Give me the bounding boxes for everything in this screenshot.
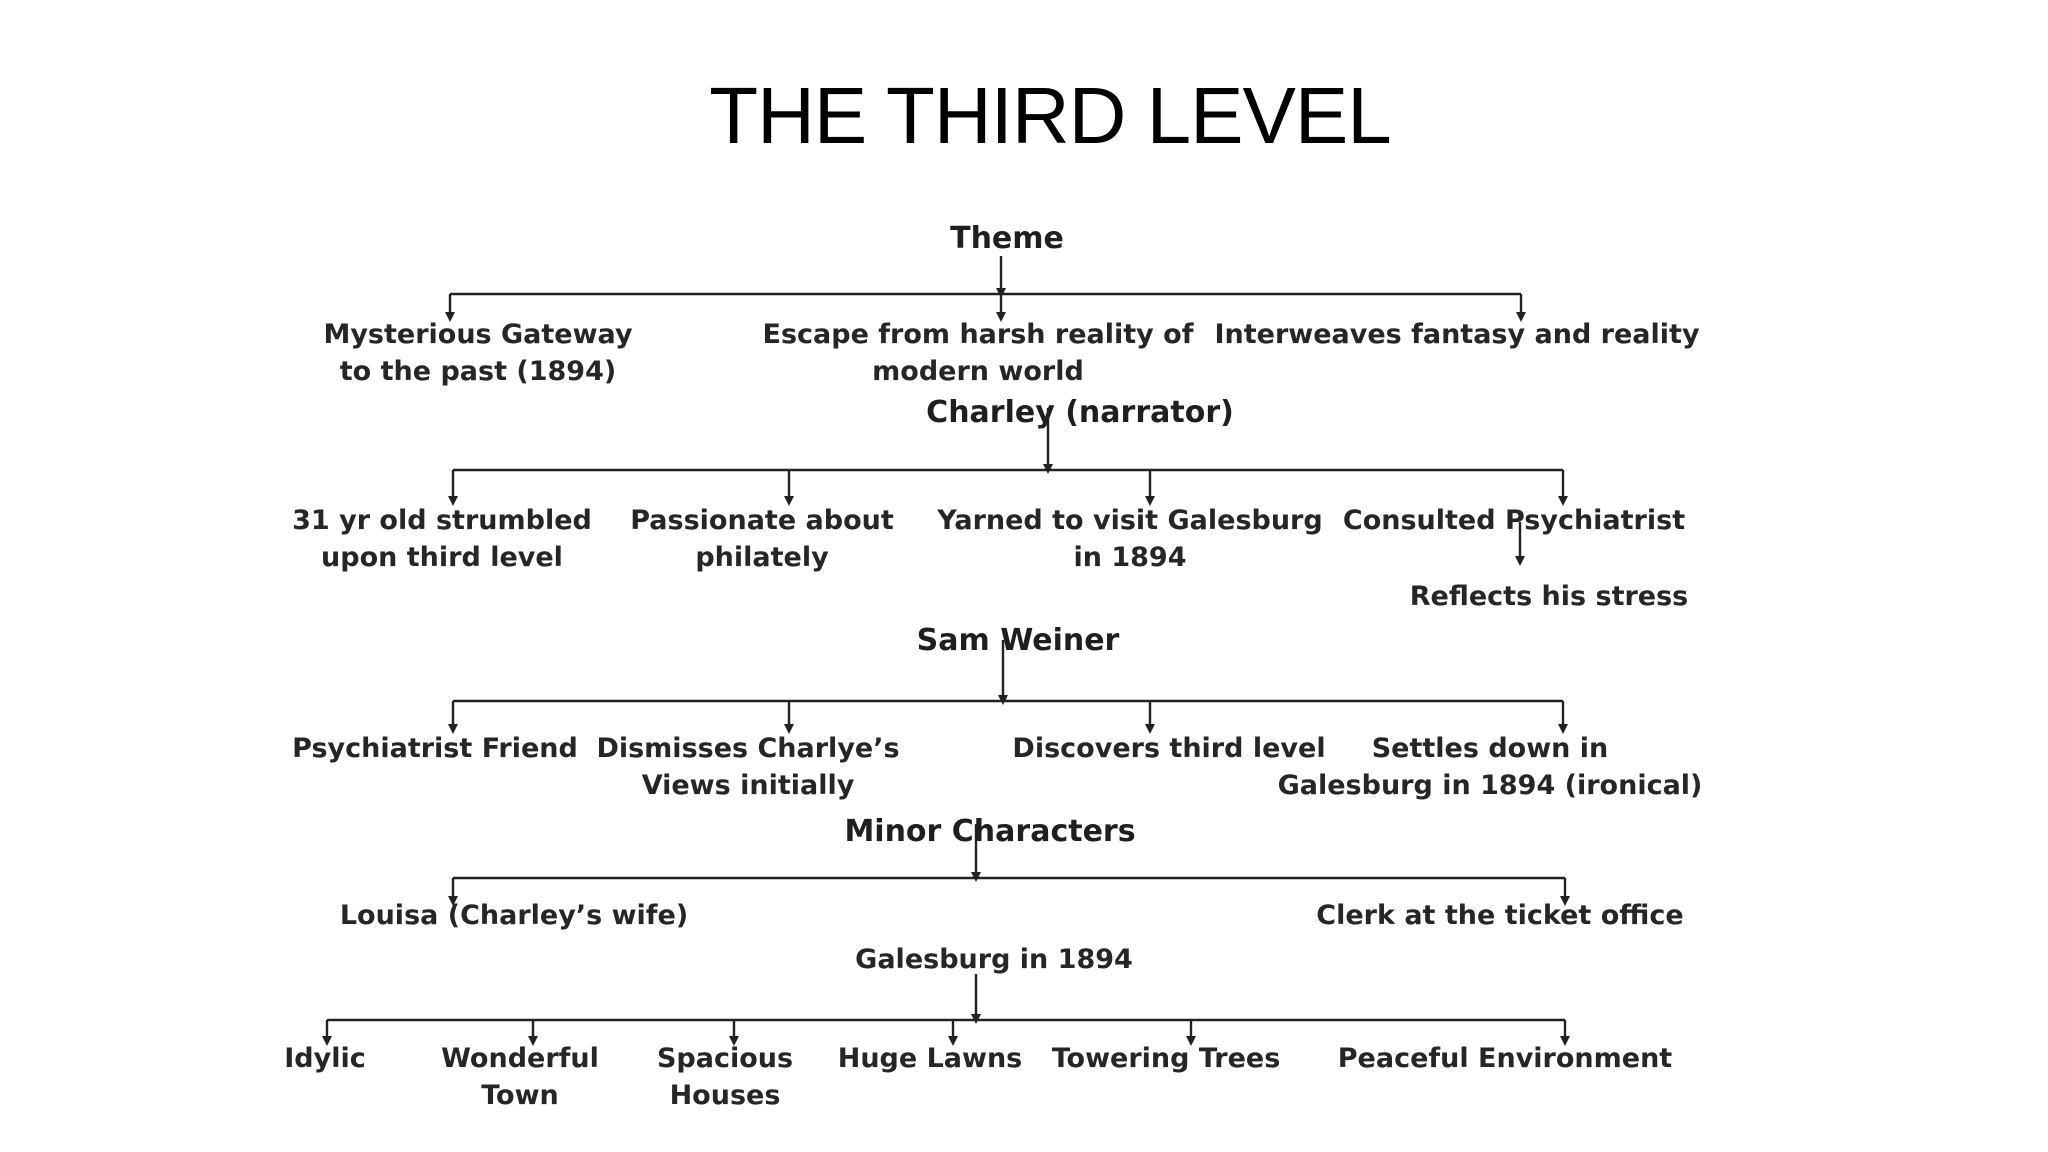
node-galesburg-spacious: Spacious Houses [657,1040,793,1114]
node-charley-galesburg: Yarned to visit Galesburg in 1894 [937,502,1322,576]
node-minor-heading-text: Minor Characters [844,814,1136,849]
node-line: Passionate about [630,505,894,536]
arrowhead [1560,1036,1570,1046]
node-line: Discovers third level [1012,733,1326,764]
node-line: Psychiatrist Friend [292,733,578,764]
node-line: Settles down in [1371,733,1609,764]
node-minor-heading: Minor Characters [844,813,1135,850]
arrowhead [1558,496,1568,506]
node-minor-clerk: Clerk at the ticket office [1316,897,1683,934]
slide-title: THE THIRD LEVEL [709,71,1391,160]
node-line: Yarned to visit Galesburg [937,505,1323,536]
node-line: Louisa (Charley’s wife) [339,900,689,931]
node-line: Interweaves fantasy and reality [1214,319,1700,350]
node-line: modern world [872,356,1084,387]
node-line: Towering Trees [1051,1043,1281,1074]
arrowhead [1145,496,1155,506]
node-charley-heading-text: Charley (narrator) [926,395,1234,430]
arrowhead [1558,724,1568,734]
arrowhead [784,724,794,734]
node-theme-heading-text: Theme [950,221,1064,256]
node-line: Escape from harsh reality of [762,319,1194,350]
arrowhead [448,896,458,906]
node-line: philately [695,542,829,573]
arrowhead [1145,724,1155,734]
node-galesburg-idylic: Idylic [284,1040,366,1077]
node-line: Galesburg in 1894 (ironical) [1277,770,1703,801]
arrowhead [448,724,458,734]
node-sam-settles: Settles down in Galesburg in 1894 (ironi… [1278,730,1703,804]
node-theme-fantasy: Interweaves fantasy and reality [1214,316,1699,353]
node-line: Mysterious Gateway [323,319,633,350]
node-line: to the past (1894) [339,356,617,387]
node-line: Huge Lawns [837,1043,1023,1074]
arrowhead [1186,1036,1196,1046]
node-theme-gateway: Mysterious Gateway to the past (1894) [323,316,632,390]
node-galesburg-lawns: Huge Lawns [838,1040,1023,1077]
node-line: in 1894 [1073,542,1187,573]
node-charley-heading: Charley (narrator) [926,394,1234,431]
node-line: Spacious [656,1043,794,1074]
node-charley-31yr: 31 yr old strumbled upon third level [292,502,592,576]
arrowhead [948,1036,958,1046]
arrowhead [448,496,458,506]
node-sam-friend: Psychiatrist Friend [292,730,578,767]
node-charley-psychiatrist: Consulted Psychiatrist [1343,502,1685,539]
node-line: Peaceful Environment [1337,1043,1673,1074]
arrowhead [445,312,455,322]
node-line: upon third level [321,542,563,573]
node-minor-louisa: Louisa (Charley’s wife) [340,897,688,934]
node-line: Houses [669,1080,781,1111]
node-theme-escape: Escape from harsh reality of modern worl… [763,316,1194,390]
arrowhead [1515,556,1525,566]
node-theme-heading: Theme [950,220,1064,257]
node-line: Reflects his stress [1409,581,1689,612]
node-line: Views initially [641,770,855,801]
node-galesburg-heading-text: Galesburg in 1894 [855,944,1133,975]
node-sam-discovers: Discovers third level [1012,730,1325,767]
node-sam-dismisses: Dismisses Charlye’s Views initially [596,730,899,804]
node-line: Town [481,1080,559,1111]
arrowhead [1560,896,1570,906]
node-sam-heading-text: Sam Weiner [916,623,1120,658]
node-sam-heading: Sam Weiner [917,622,1120,659]
node-galesburg-trees: Towering Trees [1052,1040,1281,1077]
node-charley-stress: Reflects his stress [1410,578,1689,615]
node-line: Dismisses Charlye’s [596,733,900,764]
node-line: Wonderful [441,1043,599,1074]
node-line: Clerk at the ticket office [1316,900,1684,931]
node-galesburg-wonderful: Wonderful Town [441,1040,599,1114]
node-charley-philately: Passionate about philately [630,502,894,576]
node-line: Consulted Psychiatrist [1342,505,1686,536]
node-galesburg-peaceful: Peaceful Environment [1338,1040,1672,1077]
arrowhead [729,1036,739,1046]
node-line: Idylic [284,1043,366,1074]
node-galesburg-heading: Galesburg in 1894 [855,941,1133,978]
node-line: 31 yr old strumbled [292,505,592,536]
arrowhead [1516,312,1526,322]
arrowhead [996,312,1006,322]
arrowhead [322,1036,332,1046]
arrowhead [528,1036,538,1046]
arrowhead [784,496,794,506]
